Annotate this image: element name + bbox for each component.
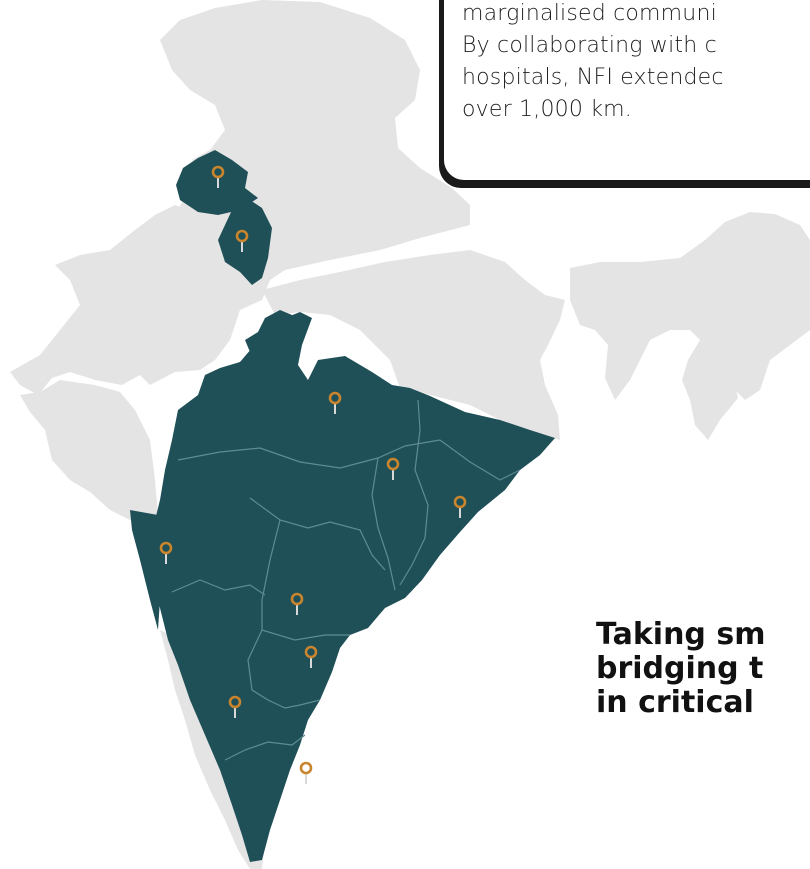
border-mp-south bbox=[177, 439, 441, 469]
location-pin-icon[interactable] bbox=[290, 592, 304, 615]
border-chhattisgarh-west bbox=[371, 457, 396, 591]
land-west bbox=[10, 205, 262, 395]
location-pin-icon[interactable] bbox=[304, 645, 318, 668]
land-plain bbox=[262, 250, 565, 440]
location-pin-icon[interactable] bbox=[159, 541, 173, 564]
callout-line-4: over 1,000 km. bbox=[462, 97, 632, 122]
state-maharashtra-coast bbox=[130, 510, 165, 630]
land-gujarat bbox=[20, 380, 158, 520]
location-pin-icon[interactable] bbox=[328, 391, 342, 414]
state-central-south bbox=[155, 312, 555, 862]
location-pin-icon[interactable] bbox=[299, 761, 313, 784]
tagline-line-3: in critical bbox=[596, 685, 754, 720]
land-ne-east bbox=[682, 340, 738, 440]
border-karnataka-ap bbox=[247, 629, 321, 709]
callout-line-2: By collaborating with c bbox=[462, 33, 717, 58]
land-northeast bbox=[570, 212, 810, 400]
state-mp-north bbox=[245, 310, 305, 352]
border-odisha-west bbox=[439, 439, 521, 481]
location-pin-icon[interactable] bbox=[228, 695, 242, 718]
state-haryana bbox=[218, 200, 272, 285]
border-karnataka-west bbox=[171, 579, 266, 596]
tagline-heading: Taking sm bridging t in critical bbox=[596, 618, 765, 720]
callout-line-3: hospitals, NFI extendec bbox=[462, 65, 724, 90]
location-pin-icon[interactable] bbox=[211, 165, 225, 188]
location-pin-icon[interactable] bbox=[386, 457, 400, 480]
location-pin-icon[interactable] bbox=[453, 495, 467, 518]
state-borders bbox=[171, 399, 521, 761]
location-pin-icon[interactable] bbox=[235, 229, 249, 252]
tagline-line-2: bridging t bbox=[596, 651, 764, 686]
tagline-line-1: Taking sm bbox=[596, 617, 766, 652]
callout-line-1: marginalised communi bbox=[462, 1, 717, 26]
border-chhattisgarh-east bbox=[399, 399, 429, 586]
info-callout-box: marginalised communi By collaborating wi… bbox=[442, 0, 810, 182]
location-pins bbox=[159, 165, 467, 784]
border-tamilnadu bbox=[224, 734, 306, 761]
highlighted-states bbox=[130, 150, 555, 862]
